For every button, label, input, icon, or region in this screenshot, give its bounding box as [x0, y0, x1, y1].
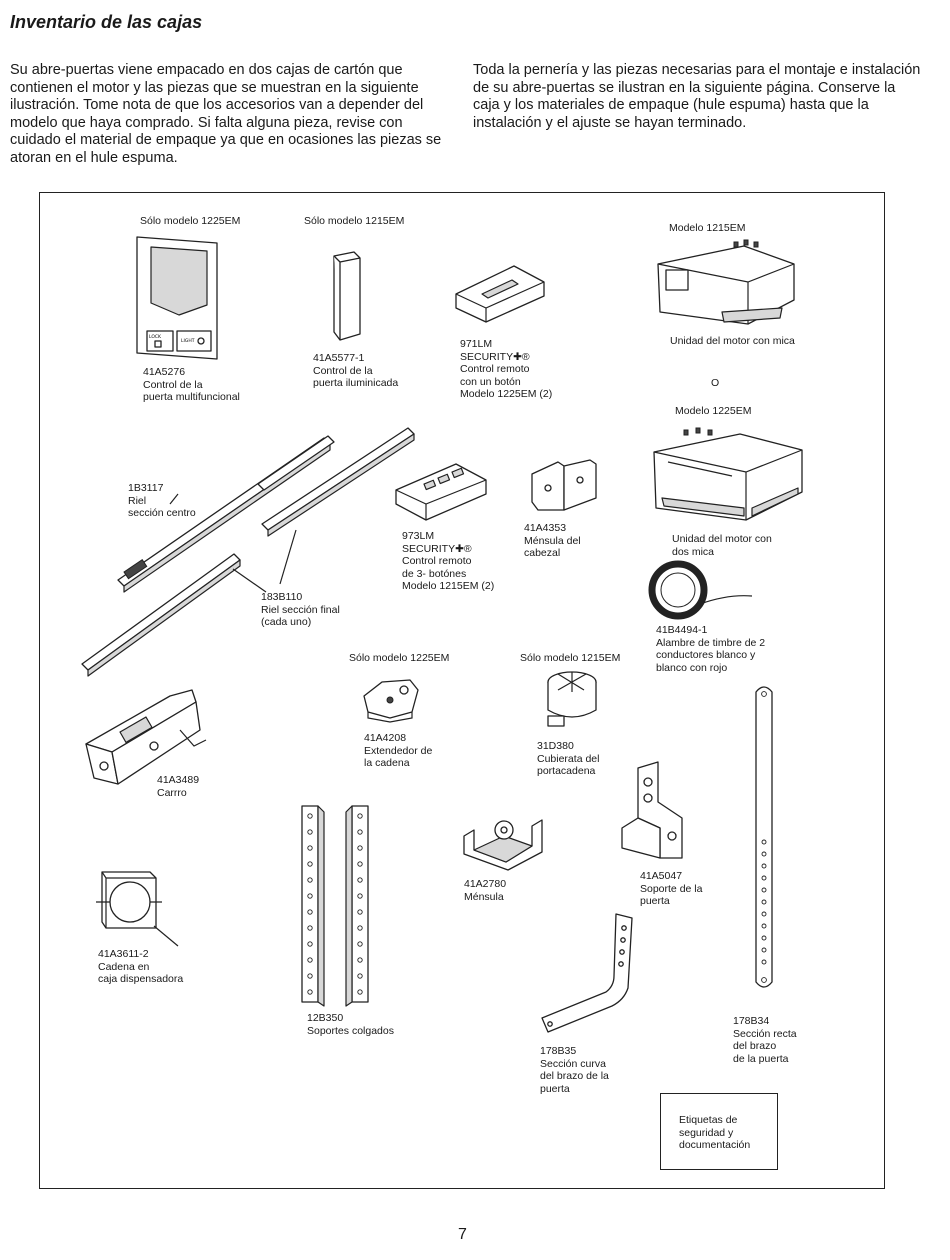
- or-label: O: [711, 377, 720, 389]
- part-label-motor-mica: Unidad del motor con mica: [670, 335, 795, 347]
- intro-right-paragraph: Toda la pernería y las piezas necesarias…: [473, 62, 921, 131]
- light-button-label: LIGHT: [181, 338, 195, 344]
- part-label-straight-arm: 178B34 Sección recta del brazo de la pue…: [733, 1015, 797, 1065]
- motor-unit-1215-illustration: [657, 239, 795, 325]
- motor-unit-1225-illustration: [653, 427, 803, 521]
- multi-function-control-illustration: LOCK LIGHT: [136, 236, 218, 360]
- part-label-chain-box: 41A3611-2 Cadena en caja dispensadora: [98, 948, 184, 985]
- header-only-1215-b: Sólo modelo 1215EM: [520, 652, 621, 664]
- bell-wire-illustration: [648, 560, 753, 620]
- hangers-illustration: [301, 805, 369, 1007]
- part-label-header-bracket: 41A4353 Ménsula del cabezal: [524, 522, 581, 559]
- part-label-multi-control: 41A5276 Control de la puerta multifuncio…: [143, 366, 240, 403]
- part-label-remote-971: 971LM SECURITY✚® Control remoto con un b…: [460, 338, 553, 400]
- labels-documentation-box: Etiquetas de seguridad y documentación: [660, 1093, 778, 1170]
- part-label-lit-control: 41A5577-1 Control de la puerta iluminica…: [313, 352, 399, 389]
- part-label-labels-docs: Etiquetas de seguridad y documentación: [679, 1114, 751, 1151]
- part-label-hangers: 12B350 Soportes colgados: [307, 1012, 394, 1037]
- door-bracket-illustration: [621, 761, 683, 859]
- straight-arm-illustration: [755, 686, 773, 988]
- lit-control-illustration: [333, 251, 361, 341]
- remote-971lm-illustration: [455, 265, 545, 323]
- part-label-remote-973: 973LM SECURITY✚® Control remoto de 3- bo…: [402, 530, 495, 592]
- bracket-illustration: [463, 819, 543, 871]
- trolley-illustration: [85, 689, 207, 785]
- page-title: Inventario de las cajas: [10, 12, 203, 32]
- parts-inventory-frame: [39, 192, 885, 1189]
- chain-box-illustration: [96, 871, 179, 947]
- lock-button-label: LOCK: [149, 334, 162, 340]
- part-label-trolley: 41A3489 Carrro: [157, 774, 200, 799]
- part-label-motor-two-mica: Unidad del motor con dos mica: [672, 533, 772, 558]
- part-label-sprocket-cover: 31D380 Cubierata del portacadena: [537, 740, 600, 777]
- part-label-rail-center: 1B3117 Riel sección centro: [128, 482, 196, 519]
- header-model-1215: Modelo 1215EM: [669, 222, 746, 234]
- part-label-bracket: 41A2780 Ménsula: [464, 878, 507, 903]
- intro-left-paragraph: Su abre-puertas viene empacado en dos ca…: [10, 62, 442, 166]
- header-model-1225: Modelo 1225EM: [675, 405, 752, 417]
- remote-973lm-illustration: [395, 463, 487, 521]
- part-label-door-bracket: 41A5047 Soporte de la puerta: [640, 870, 703, 907]
- part-label-chain-extender: 41A4208 Extendedor de la cadena: [364, 732, 433, 769]
- header-only-1225-b: Sólo modelo 1225EM: [349, 652, 450, 664]
- header-only-1225-a: Sólo modelo 1225EM: [140, 215, 241, 227]
- part-label-curved-arm: 178B35 Sección curva del brazo de la pue…: [540, 1045, 609, 1095]
- chain-extender-illustration: [363, 679, 419, 723]
- header-bracket-illustration: [531, 459, 597, 511]
- part-label-rail-end: 183B110 Riel sección final (cada uno): [261, 591, 340, 628]
- part-label-bell-wire: 41B4494-1 Alambre de timbre de 2 conduct…: [656, 624, 766, 674]
- header-only-1215-a: Sólo modelo 1215EM: [304, 215, 405, 227]
- rails-illustration: [81, 427, 415, 677]
- sprocket-cover-illustration: [547, 671, 597, 727]
- curved-arm-illustration: [541, 913, 633, 1033]
- page-number: 7: [458, 1226, 467, 1243]
